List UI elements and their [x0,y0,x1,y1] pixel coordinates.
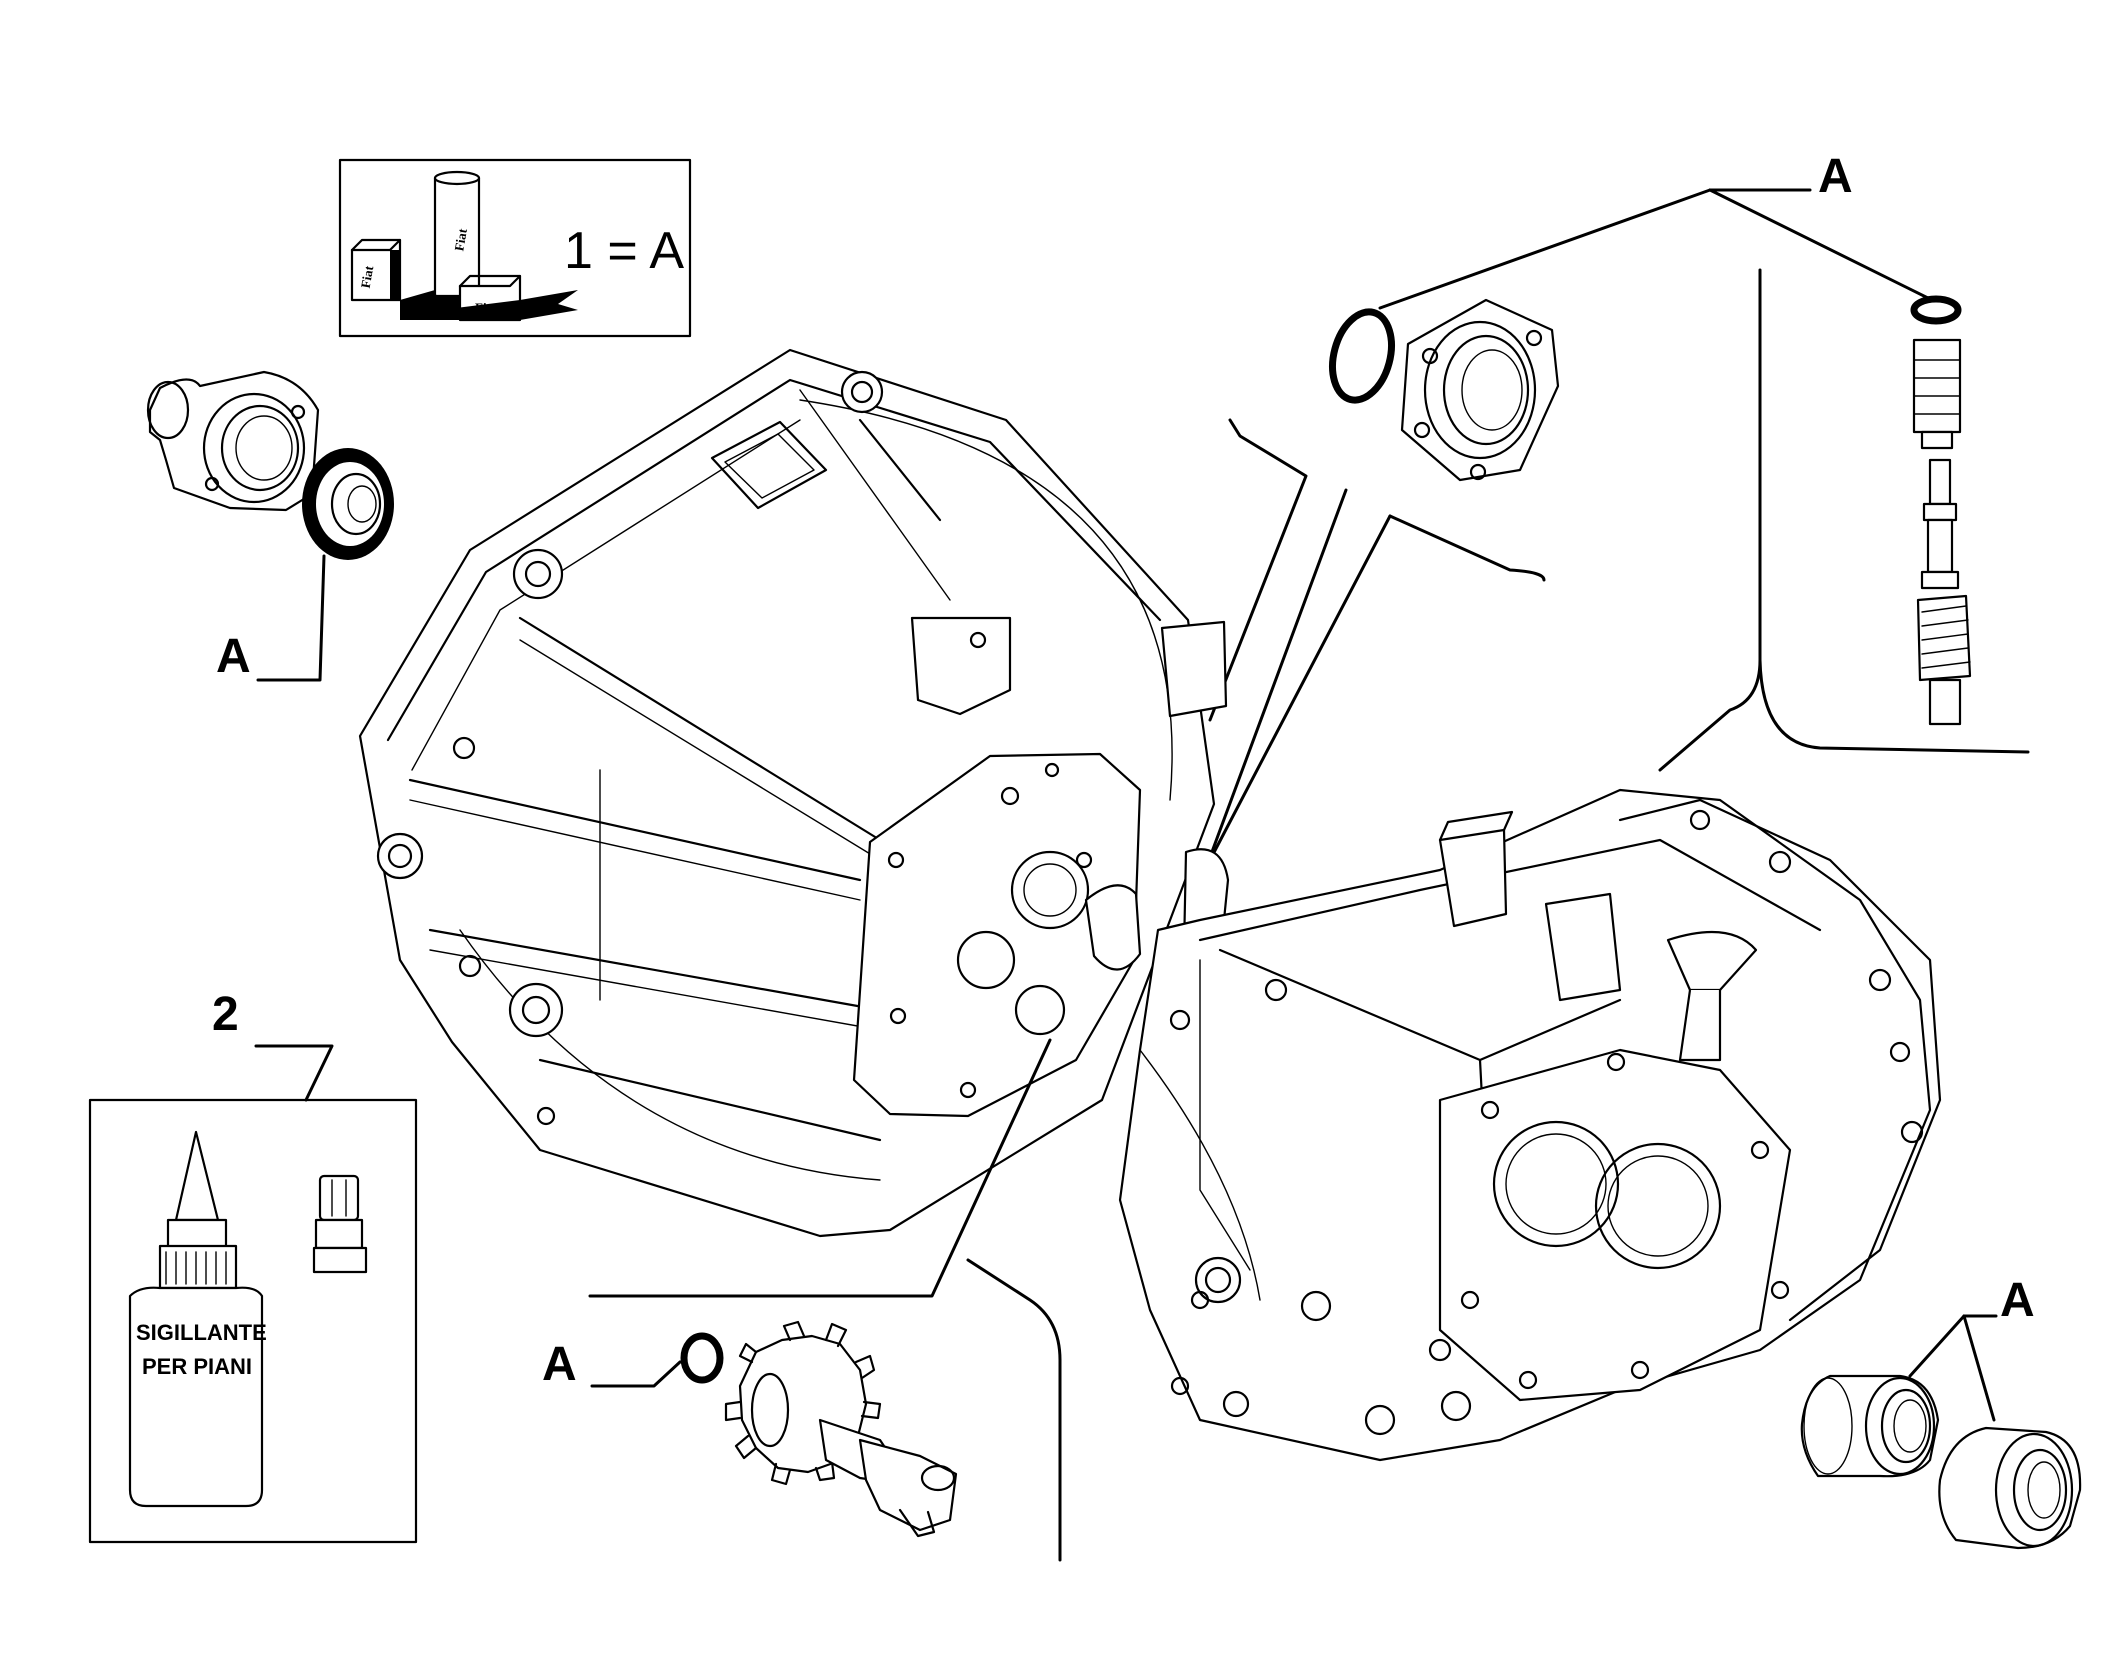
callout-label: A [2000,1274,2035,1327]
bushing [1800,1374,1940,1478]
callout-bottom-right: A [1908,1274,2035,1422]
callout-top-right: A [1378,150,1934,310]
callout-left-bearing: A [216,554,326,683]
guide-sleeve [146,370,320,512]
sealant-bottle-icon: SIGILLANTE PER PIANI [128,1130,267,1508]
fiat-label: Fiat [358,264,377,289]
callout-label: A [1818,150,1853,203]
gearbox-housing [1118,788,1942,1462]
legend-equation: 1 = A [564,222,684,280]
flange-seal [1400,298,1560,482]
sealant-kit: 2 SIGILLANTE PER PIANI [88,988,418,1544]
o-ring [1910,295,1962,325]
oil-seal [302,448,394,560]
fiat-tube-icon: Fiat Fiat Fiat [350,170,578,322]
flange-bracket-line [1204,418,1546,870]
bottle-label-line2: PER PIANI [142,1354,252,1379]
fiat-label: Fiat [475,300,498,315]
o-ring [680,1332,724,1384]
fiat-label: Fiat [451,227,470,252]
bushing [1938,1426,2082,1550]
o-ring [1329,308,1395,404]
callout-label: A [542,1338,577,1391]
bottle-label-line1: SIGILLANTE [136,1320,267,1345]
gear-shaft [724,1320,958,1538]
clutch-housing [358,348,1230,1238]
housing-bracket-line [588,1038,1062,1562]
kit-number: 2 [212,988,239,1041]
callout-label: A [216,630,251,683]
legend-box: Fiat Fiat Fiat 1 = A [338,158,692,338]
callout-gear-shaft: A [542,1338,682,1391]
cap-icon [312,1174,368,1274]
shaft-bracket-line [1658,268,2030,772]
speedometer-drive-shaft [1912,338,1972,726]
